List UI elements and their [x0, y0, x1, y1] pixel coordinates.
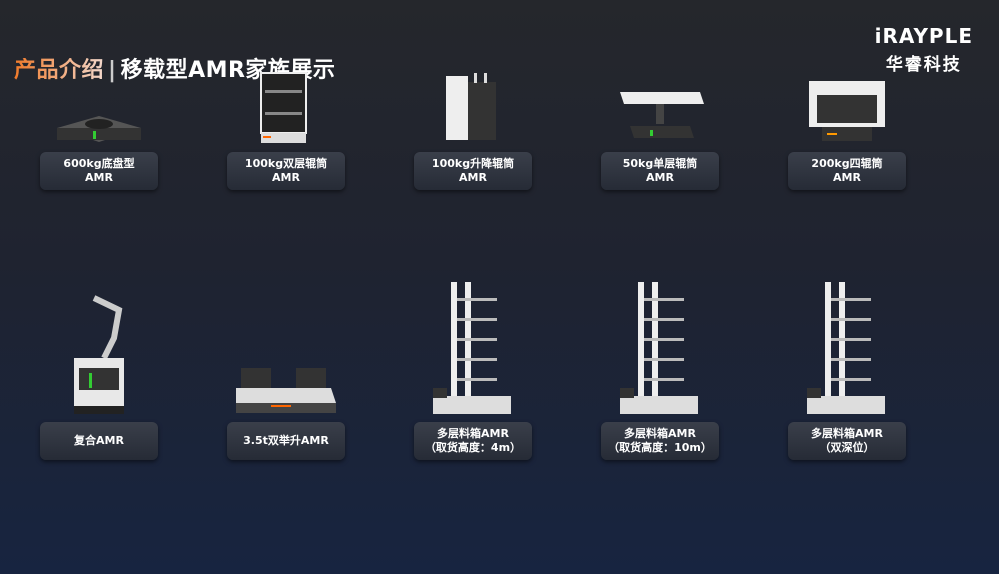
- company-logo: iRAYPLE 华睿科技: [875, 24, 973, 75]
- logo-cn: 华睿科技: [885, 55, 962, 75]
- multi-tier-bin-amr-icon: [757, 280, 937, 418]
- product-name: 100kg升降辊筒: [431, 157, 515, 170]
- product-card: 多层料箱AMR（取货高度：4m）: [383, 282, 563, 460]
- product-label: 多层料箱AMR（双深位）: [788, 422, 906, 460]
- product-label: 多层料箱AMR（取货高度：10m）: [601, 422, 719, 460]
- multi-tier-bin-amr-icon: [383, 280, 563, 418]
- product-subtitle: AMR: [272, 171, 300, 184]
- multi-tier-bin-amr-icon: [570, 280, 750, 418]
- product-subtitle: AMR: [646, 171, 674, 184]
- product-card: 多层料箱AMR（双深位）: [757, 282, 937, 460]
- chassis-amr-icon: [9, 56, 189, 148]
- product-name: 50kg单层辊筒: [622, 157, 698, 170]
- product-label: 3.5t双举升AMR: [227, 422, 345, 460]
- product-name: 200kg四辊筒: [811, 157, 883, 170]
- composite-arm-amr-icon: [9, 280, 189, 418]
- product-subtitle: （双深位）: [819, 441, 875, 454]
- product-card: 多层料箱AMR（取货高度：10m）: [570, 282, 750, 460]
- product-subtitle: AMR: [85, 171, 113, 184]
- title-accent: 产品介绍: [14, 58, 105, 83]
- product-name: 多层料箱AMR: [811, 427, 883, 440]
- product-card: 复合AMR: [9, 295, 189, 460]
- product-name: 100kg双层辊筒: [244, 157, 328, 170]
- product-subtitle: （取货高度：4m）: [424, 441, 522, 454]
- product-subtitle: AMR: [459, 171, 487, 184]
- dual-lift-amr-icon: [196, 280, 376, 418]
- product-label: 复合AMR: [40, 422, 158, 460]
- product-name: 3.5t双举升AMR: [243, 434, 329, 447]
- product-subtitle: （取货高度：10m）: [608, 441, 712, 454]
- product-name: 多层料箱AMR: [437, 427, 509, 440]
- logo-en: iRAYPLE: [874, 24, 973, 48]
- product-name: 多层料箱AMR: [624, 427, 696, 440]
- product-card: 3.5t双举升AMR: [196, 326, 376, 460]
- four-roller-amr-icon: [757, 56, 937, 148]
- product-subtitle: AMR: [833, 171, 861, 184]
- product-label: 多层料箱AMR（取货高度：4m）: [414, 422, 532, 460]
- double-roller-amr-icon: [196, 56, 376, 148]
- product-name: 复合AMR: [74, 434, 124, 447]
- single-roller-amr-icon: [570, 56, 750, 148]
- lift-roller-amr-icon: [383, 56, 563, 148]
- product-name: 600kg底盘型: [63, 157, 135, 170]
- title-separator: |: [108, 58, 117, 83]
